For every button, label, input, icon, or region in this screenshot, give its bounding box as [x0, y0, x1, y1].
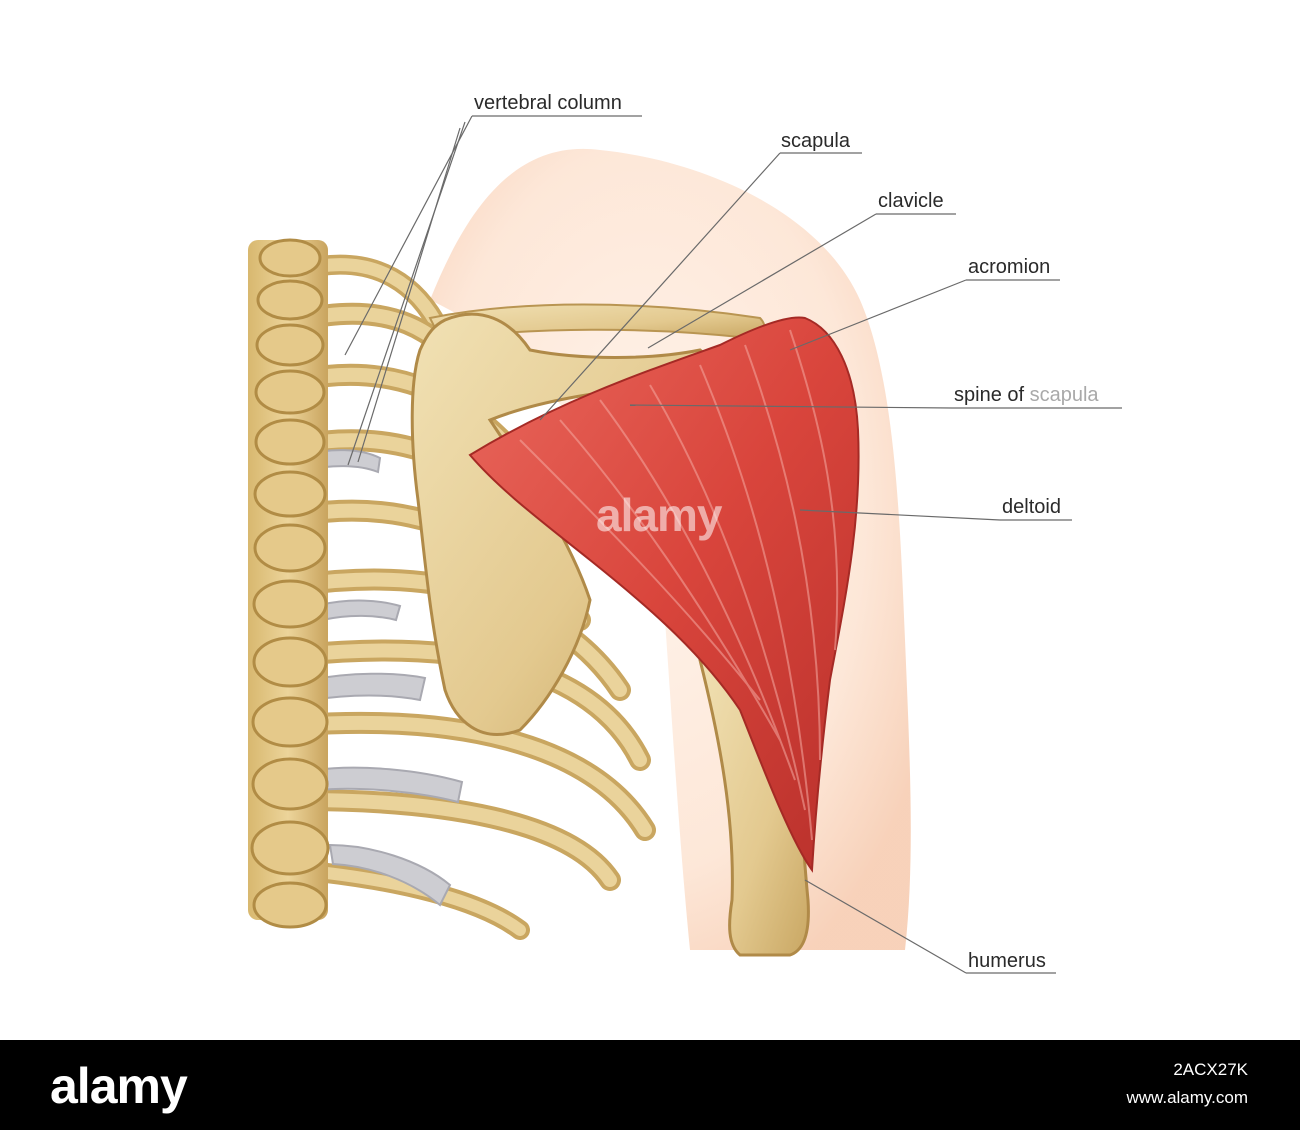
- footer-bar: alamy 2ACX27K www.alamy.com: [0, 1040, 1300, 1130]
- label-humerus: humerus: [968, 950, 1046, 972]
- footer-info: 2ACX27K www.alamy.com: [1126, 1056, 1248, 1112]
- deltoid-fibers: [519, 329, 839, 841]
- watermark: alamy: [596, 489, 722, 541]
- footer-logo: alamy: [50, 1058, 188, 1114]
- label-scapula: scapula: [781, 130, 850, 152]
- scapula-shape: [410, 312, 710, 736]
- vertebral-column-shape: [248, 238, 330, 929]
- label-spine-of-scapula-prefix: spine of: [954, 384, 1030, 406]
- footer-url: www.alamy.com: [1126, 1088, 1248, 1107]
- label-vertebral-column: vertebral column: [474, 92, 622, 114]
- deltoid-shape: [468, 316, 860, 873]
- image-id: 2ACX27K: [1173, 1060, 1248, 1079]
- leader-lines: [344, 115, 1122, 974]
- label-clavicle: clavicle: [878, 190, 944, 212]
- label-acromion: acromion: [968, 256, 1051, 278]
- shoulder-illustration: [248, 115, 1122, 974]
- anatomy-diagram: vertebral column scapula clavicle acromi…: [248, 92, 1122, 974]
- label-spine-of-scapula-suffix: scapula: [1029, 384, 1099, 406]
- label-deltoid: deltoid: [1002, 496, 1061, 518]
- label-spine-of-scapula: spine of scapula: [954, 384, 1099, 406]
